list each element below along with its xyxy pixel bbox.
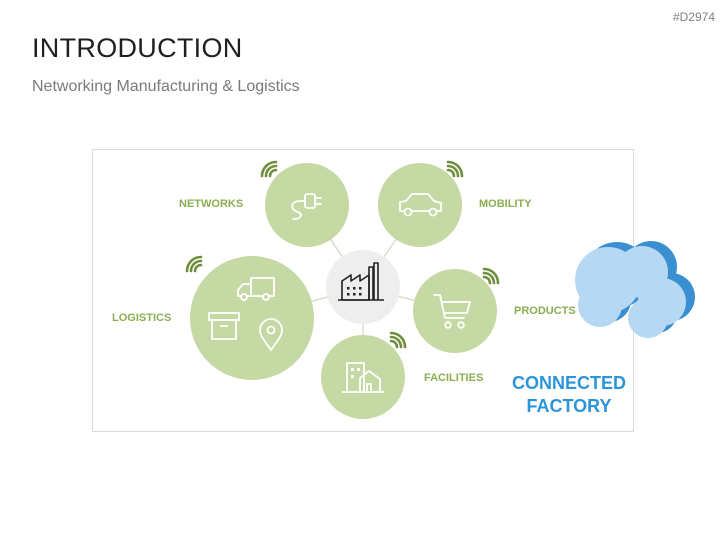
mobility-label: MOBILITY <box>479 198 532 210</box>
plug-icon <box>291 193 322 220</box>
networks-label: NETWORKS <box>179 198 243 210</box>
facilities-circle <box>321 335 405 419</box>
page-title: INTRODUCTION <box>32 33 243 63</box>
facilities-label: FACILITIES <box>424 372 483 384</box>
products-label: PRODUCTS <box>514 305 576 317</box>
wifi-icon <box>260 160 278 178</box>
node-facilities: FACILITIES <box>321 331 483 419</box>
wifi-icon <box>389 331 407 349</box>
connected-text-line2: FACTORY <box>526 396 611 416</box>
node-networks: NETWORKS <box>179 160 349 247</box>
cart-icon <box>433 294 471 329</box>
slide-id-tag: #D2974 <box>672 10 715 24</box>
cloud-icon <box>575 241 695 338</box>
connected-text-line1: CONNECTED <box>512 373 626 393</box>
location-pin-icon <box>259 318 283 352</box>
mobility-circle <box>378 163 462 247</box>
page-subtitle: Networking Manufacturing & Logistics <box>32 78 300 95</box>
node-mobility: MOBILITY <box>378 160 532 247</box>
node-logistics: LOGISTICS <box>112 255 314 380</box>
truck-icon <box>237 277 275 301</box>
logistics-label: LOGISTICS <box>112 312 171 324</box>
wifi-icon <box>482 267 500 285</box>
factory-circle <box>326 250 400 324</box>
box-icon <box>208 312 240 340</box>
wifi-icon <box>446 160 464 178</box>
factory-icon <box>338 262 384 301</box>
wifi-icon <box>185 255 203 273</box>
car-icon <box>399 193 442 217</box>
logistics-circle <box>190 256 314 380</box>
products-circle <box>413 269 497 353</box>
building-icon <box>342 362 384 393</box>
node-products: PRODUCTS <box>413 267 576 353</box>
node-factory-center <box>326 250 400 324</box>
networks-circle <box>265 163 349 247</box>
